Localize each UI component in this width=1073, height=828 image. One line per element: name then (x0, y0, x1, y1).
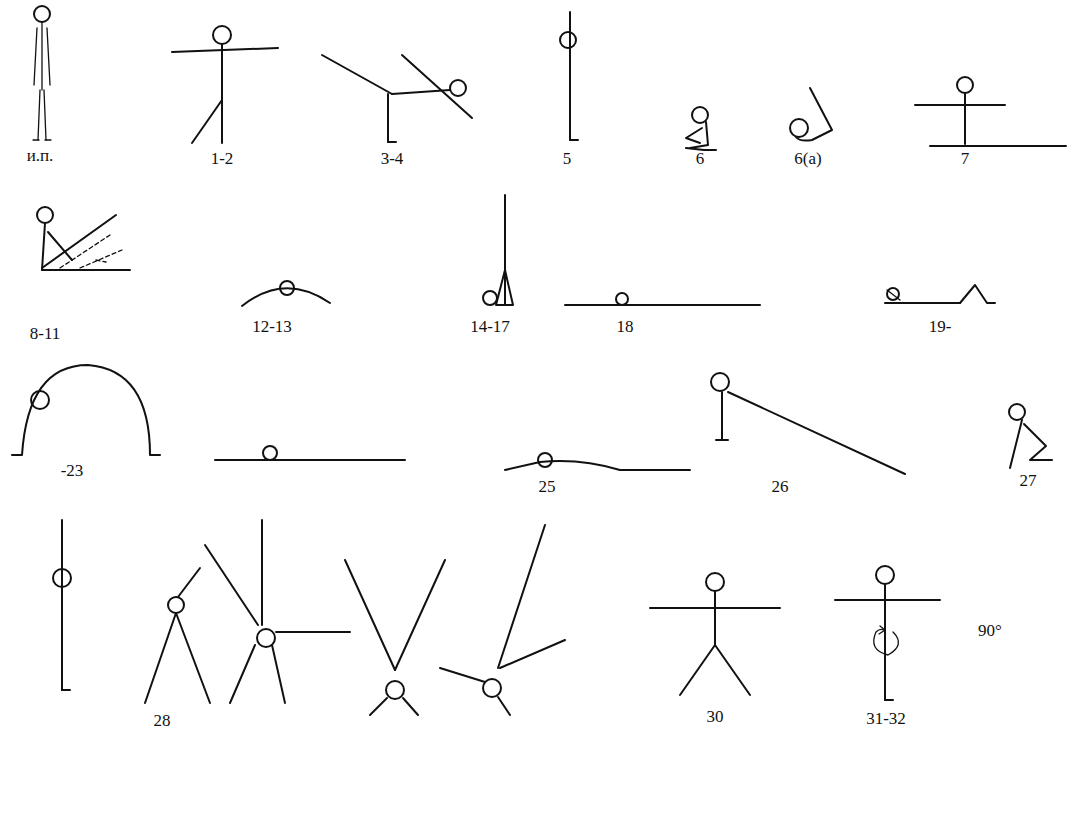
callout-number: 1-2 (211, 150, 234, 169)
bridge-figure (12, 365, 160, 455)
callout-number: 25 (539, 478, 556, 497)
split-figure (915, 77, 1066, 146)
callout-number: и.п. (27, 147, 54, 166)
callout-number: 12-13 (252, 318, 292, 337)
callout-number: 31-32 (866, 710, 906, 729)
arabesque-figure (322, 55, 472, 142)
raised-figure (560, 12, 578, 140)
standing-figure (33, 6, 51, 140)
lunge-figure (172, 26, 278, 143)
candle-figure (483, 195, 513, 305)
callout-number: 8-11 (30, 325, 61, 344)
callout-number: 3-4 (381, 150, 404, 169)
callout-number: 27 (1020, 472, 1037, 491)
callout-number: -23 (61, 462, 84, 481)
turning-figure (835, 566, 940, 700)
callout-number: 14-17 (470, 318, 510, 337)
callout-number: 18 (617, 318, 634, 337)
plank-figure (711, 373, 905, 474)
standing-figure (53, 520, 71, 690)
callout-number: 26 (772, 478, 789, 497)
star-figure (650, 573, 780, 695)
crouch-figure (686, 107, 716, 150)
roll-figure (790, 88, 832, 141)
callout-number: 7 (961, 150, 970, 169)
callout-number: 6(a) (794, 150, 821, 169)
cartwheel-sequence (145, 520, 565, 715)
bent-knee-figure (885, 285, 995, 303)
crouch-figure (1009, 404, 1052, 468)
callout-number: 30 (707, 708, 724, 727)
callout-number: 5 (563, 150, 572, 169)
callout-number: 90° (978, 622, 1002, 641)
wave-figure (505, 453, 690, 470)
lying-figure (215, 446, 405, 460)
callout-number: 28 (154, 712, 171, 731)
seated-leg-raise (37, 207, 130, 270)
callout-number: 19- (929, 318, 952, 337)
lying-figure (565, 293, 760, 305)
callout-number: 6 (696, 150, 705, 169)
arch-figure (242, 281, 330, 306)
